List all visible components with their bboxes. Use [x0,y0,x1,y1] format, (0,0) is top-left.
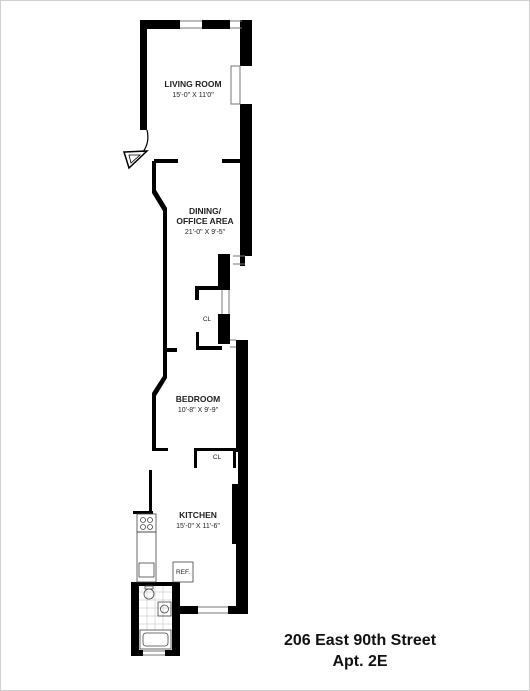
kitchen-fixtures [136,513,194,583]
bedroom-name: BEDROOM [176,394,220,404]
kitchen-dims: 15'-0" X 11'-6" [176,523,220,530]
burner-icon [147,517,153,523]
living-top-wall-left [140,20,180,29]
north-arrow-icon [122,150,149,170]
partition-left [154,159,178,163]
sink [138,562,155,578]
right-wall-upper [240,20,252,66]
bath-bottom-left [131,650,143,656]
refrigerator-box [172,561,194,583]
dining-room-dims: 21'-0" X 9'-5" [185,229,226,236]
closet2-left [194,448,197,468]
closet2-top [194,448,238,451]
living-left-wall [140,20,147,130]
bedroom-left-wall [152,352,167,450]
burner-icon [140,524,146,530]
kitchen-left-upper [133,511,153,514]
north-arrow-inner [128,154,142,164]
right-wall-lower [240,256,245,266]
kitchen-right-wall-upper [238,450,248,486]
closet2-right [233,448,236,468]
kitchen-bottom-wall-right [228,606,248,614]
bath-top-wall [131,582,180,586]
bathtub [139,629,172,650]
living-top-wall-mid [202,20,230,29]
counter [136,531,157,583]
toilet-icon [143,588,155,600]
bedroom-bottom-wall-left [152,448,168,451]
right-wall-living [240,104,252,256]
bath-fixtures [139,585,172,650]
closet-top-wall [218,254,230,290]
bath-bottom-right [165,650,180,656]
closet-left-wall [195,286,199,300]
living-window-right [230,65,241,105]
bedroom-right-wall [236,340,248,452]
refrigerator-label: REF. [176,569,190,576]
closet-bottom-wall [196,346,222,350]
partition-right [222,159,242,163]
toilet-tank [144,585,154,590]
entry-door-arc [142,129,149,153]
bathtub-inner [142,632,169,647]
dining-room-name-1: DINING/ [189,206,222,216]
windows [143,20,245,656]
kitchen-right-wall-lower [236,544,248,614]
burner-icon [140,517,146,523]
closet1-label: CL [203,316,212,323]
address-line-2: Apt. 2E [332,653,388,670]
vanity [157,601,172,617]
bath-right-wall [172,584,180,656]
address-line-1: 206 East 90th Street [283,632,437,649]
kitchen-left-wall [149,470,152,514]
bedroom-top-wall [167,348,177,352]
basin-icon [160,604,169,614]
stove [136,513,157,533]
burner-icon [147,524,153,530]
dining-room-name-2: OFFICE AREA [176,216,233,226]
closet-wall-lower [218,314,230,344]
bedroom-dims: 10'-8" X 9'-9" [178,407,219,414]
closet-left-top [195,286,219,290]
dining-left-wall [152,161,167,352]
closet-divider [196,332,199,350]
kitchen-right-wall [232,484,248,544]
kitchen-bottom-wall-left [176,606,198,614]
living-room-dims: 15'-0" X 11'0" [172,92,214,99]
bath-left-wall [131,584,139,656]
living-room-name: LIVING ROOM [164,79,221,89]
walls [131,20,252,656]
kitchen-name: KITCHEN [179,510,217,520]
closet2-label: CL [213,454,222,461]
